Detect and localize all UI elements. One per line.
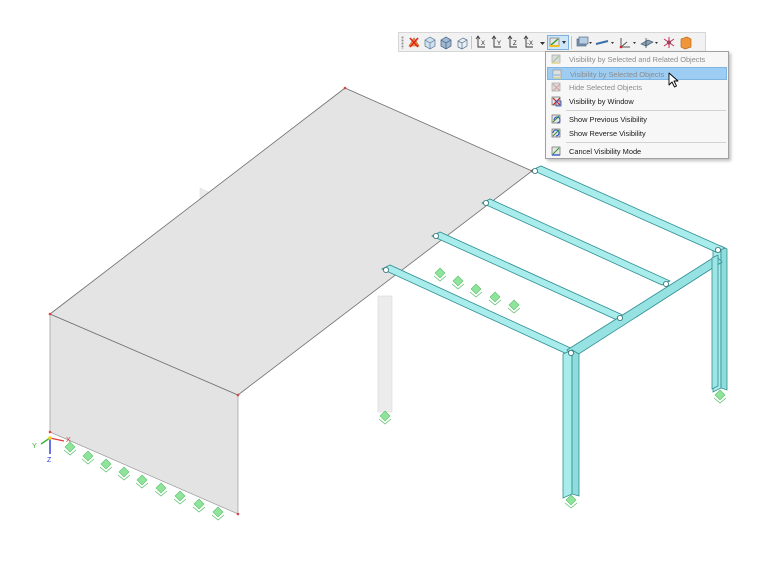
visibility-mode-button[interactable] <box>547 35 569 50</box>
visibility-related-icon <box>551 54 561 64</box>
section-icon[interactable] <box>639 35 659 50</box>
grid-icon[interactable] <box>662 35 676 50</box>
menu-item-visibility-selected[interactable]: Visibility by Selected Objects <box>547 67 727 80</box>
visibility-menu: Visibility by Selected and Related Objec… <box>545 51 729 159</box>
menu-item-hide-selected[interactable]: Hide Selected Objects <box>547 81 727 94</box>
wireframe-view-icon[interactable] <box>455 35 469 50</box>
menu-item-previous-visibility[interactable]: Show Previous Visibility <box>547 113 727 126</box>
frame-supports <box>564 389 727 509</box>
axis-x-label: X <box>66 437 71 444</box>
solid-view-icon[interactable] <box>439 35 453 50</box>
hide-objects-icon <box>551 82 561 92</box>
svg-text:X: X <box>481 41 485 47</box>
view-minus-x-icon[interactable]: -X <box>523 35 539 50</box>
view-x-icon[interactable]: X <box>475 35 489 50</box>
color-box-icon[interactable] <box>679 35 693 50</box>
svg-text:Z: Z <box>513 41 517 47</box>
view-y-icon[interactable]: Y <box>491 35 505 50</box>
menu-item-visibility-window[interactable]: Visibility by Window <box>547 95 727 108</box>
line-style-icon[interactable] <box>595 35 615 50</box>
svg-text:-X: -X <box>527 41 533 47</box>
toolbar-grip[interactable] <box>401 36 404 49</box>
frame-nodes <box>382 167 722 356</box>
previous-visibility-icon <box>551 114 561 124</box>
global-axes: X Y Z <box>32 436 71 464</box>
svg-text:Y: Y <box>497 41 501 47</box>
cancel-visibility-icon <box>551 146 561 156</box>
visibility-selected-icon <box>552 69 562 79</box>
axis-y-label: Y <box>32 443 37 450</box>
view-toolbar: X Y Z -X <box>398 32 706 52</box>
reverse-visibility-icon <box>551 128 561 138</box>
interior-column <box>377 295 393 425</box>
axis-system-icon[interactable] <box>617 35 637 50</box>
display-settings-icon[interactable] <box>575 35 593 50</box>
axis-z-label: Z <box>47 457 52 464</box>
menu-item-reverse-visibility[interactable]: Show Reverse Visibility <box>547 127 727 140</box>
visibility-window-icon <box>551 96 562 107</box>
menu-item-cancel-visibility[interactable]: Cancel Visibility Mode <box>547 145 727 158</box>
visibility-reset-icon[interactable] <box>407 35 421 50</box>
view-dropdown-arrow[interactable] <box>540 35 545 50</box>
iso-view-icon[interactable] <box>423 35 437 50</box>
view-z-icon[interactable]: Z <box>507 35 521 50</box>
steel-frame[interactable] <box>381 165 728 499</box>
mouse-pointer-icon <box>668 72 679 88</box>
menu-item-visibility-related[interactable]: Visibility by Selected and Related Objec… <box>547 53 727 66</box>
